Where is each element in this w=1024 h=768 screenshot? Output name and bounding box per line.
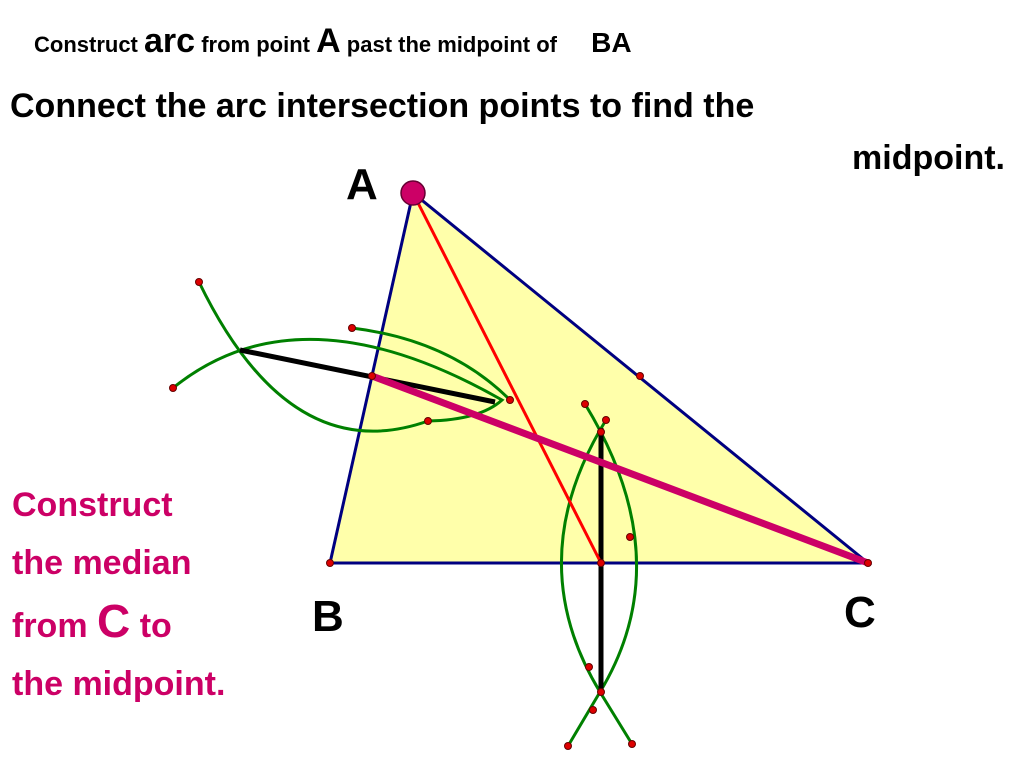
point-arc-end-1 [195, 278, 203, 286]
instruction-side-line4: the midpoint. [12, 665, 226, 703]
point-arc-end-13 [564, 742, 572, 750]
point-arc-end-11 [597, 688, 605, 696]
bisector-ab [239, 347, 496, 405]
point-arc-end-6 [581, 400, 589, 408]
instruction-side-c: C [97, 595, 131, 647]
median-from-c [370, 372, 870, 567]
instruction-side-to: to [139, 607, 172, 645]
point-vertex-b [326, 559, 334, 567]
instruction-top-w2: arc [144, 22, 196, 60]
instruction-top: Construct arc from point A past the midp… [34, 22, 994, 61]
point-arc-end-14 [628, 740, 636, 748]
instruction-main-line2: midpoint. [852, 139, 1005, 177]
instruction-side: Construct the median from C to the midpo… [12, 476, 332, 713]
instruction-side-line3: from C to [12, 592, 332, 655]
point-arc-end-7 [602, 416, 610, 424]
instruction-side-from: from [12, 607, 88, 645]
median-from-a [411, 192, 603, 564]
vertex-label-c: C [844, 588, 876, 637]
instruction-top-w3: from point [201, 32, 310, 57]
instruction-main: Connect the arc intersection points to f… [10, 80, 1005, 184]
point-arc-end-8 [597, 428, 605, 436]
arc-lens-right [583, 403, 639, 745]
point-arc-end-5 [506, 396, 514, 404]
construction-points [169, 278, 872, 750]
point-arc-end-2 [169, 384, 177, 392]
instruction-top-w6: BA [591, 27, 632, 58]
instruction-side-line1: Construct [12, 486, 173, 524]
instruction-main-line1: Connect the arc intersection points to f… [10, 87, 755, 125]
vertex-label-a: A [346, 160, 378, 209]
point-vertex-c [864, 559, 872, 567]
instruction-side-line2: the median [12, 544, 192, 582]
point-arc-end-12 [589, 706, 597, 714]
point-a-marker [400, 180, 426, 206]
instruction-top-w5: past the midpoint of [346, 32, 557, 57]
arc-from-a-upper [351, 326, 512, 402]
point-midpoint-bc [597, 559, 605, 567]
arc-from-b [197, 281, 429, 433]
point-arc-end-9 [626, 533, 634, 541]
point-arc-end-4 [424, 417, 432, 425]
point-midpoint-ab [368, 372, 376, 380]
point-arc-end-3 [348, 324, 356, 332]
instruction-top-w4: A [316, 22, 341, 60]
point-arc-end-10 [585, 663, 593, 671]
instruction-top-w1: Construct [34, 32, 138, 57]
vertex-label-b: B [312, 592, 344, 641]
point-midpoint-ac [636, 372, 644, 380]
